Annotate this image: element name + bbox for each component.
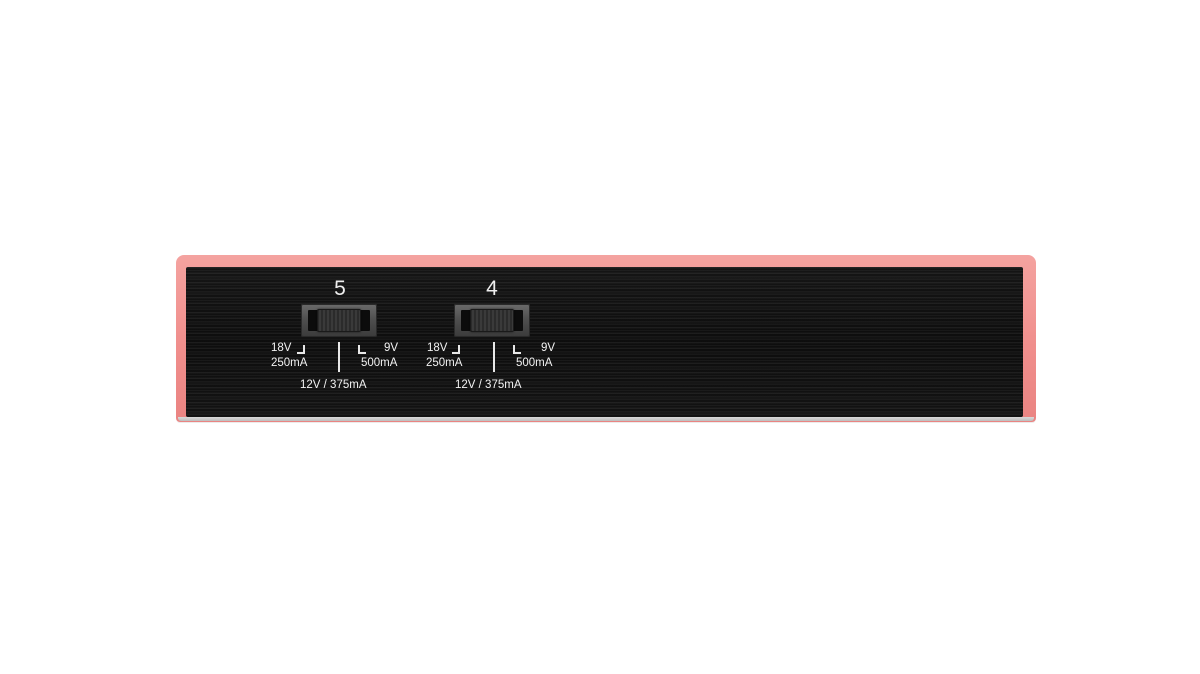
device-bottom-edge xyxy=(178,417,1034,421)
channel-number: 4 xyxy=(486,277,498,300)
right-voltage-label: 9V xyxy=(541,342,556,354)
right-tick xyxy=(358,345,366,354)
left-voltage-label: 18V xyxy=(427,342,448,354)
right-tick xyxy=(513,345,521,354)
voltage-switch[interactable] xyxy=(301,304,377,337)
right-current-label: 500mA xyxy=(361,357,398,369)
center-position-label: 12V / 375mA xyxy=(455,379,522,391)
channel-5: 5 18V 250mA 9V 500mA 12V / 375mA xyxy=(268,267,468,417)
left-tick xyxy=(297,345,305,354)
center-position-label: 12V / 375mA xyxy=(300,379,367,391)
device-panel: 5 18V 250mA 9V 500mA 12V / 375mA 4 18V xyxy=(186,267,1023,417)
channel-4: 4 18V 250mA 9V 500mA 12V / 375mA xyxy=(423,267,623,417)
left-voltage-label: 18V xyxy=(271,342,292,354)
left-current-label: 250mA xyxy=(426,357,463,369)
switch-knob[interactable] xyxy=(317,309,361,332)
center-divider xyxy=(338,342,340,372)
left-current-label: 250mA xyxy=(271,357,308,369)
right-voltage-label: 9V xyxy=(384,342,399,354)
left-tick xyxy=(452,345,460,354)
voltage-switch[interactable] xyxy=(454,304,530,337)
center-divider xyxy=(493,342,495,372)
channel-number: 5 xyxy=(334,277,346,300)
switch-knob[interactable] xyxy=(470,309,514,332)
right-current-label: 500mA xyxy=(516,357,553,369)
